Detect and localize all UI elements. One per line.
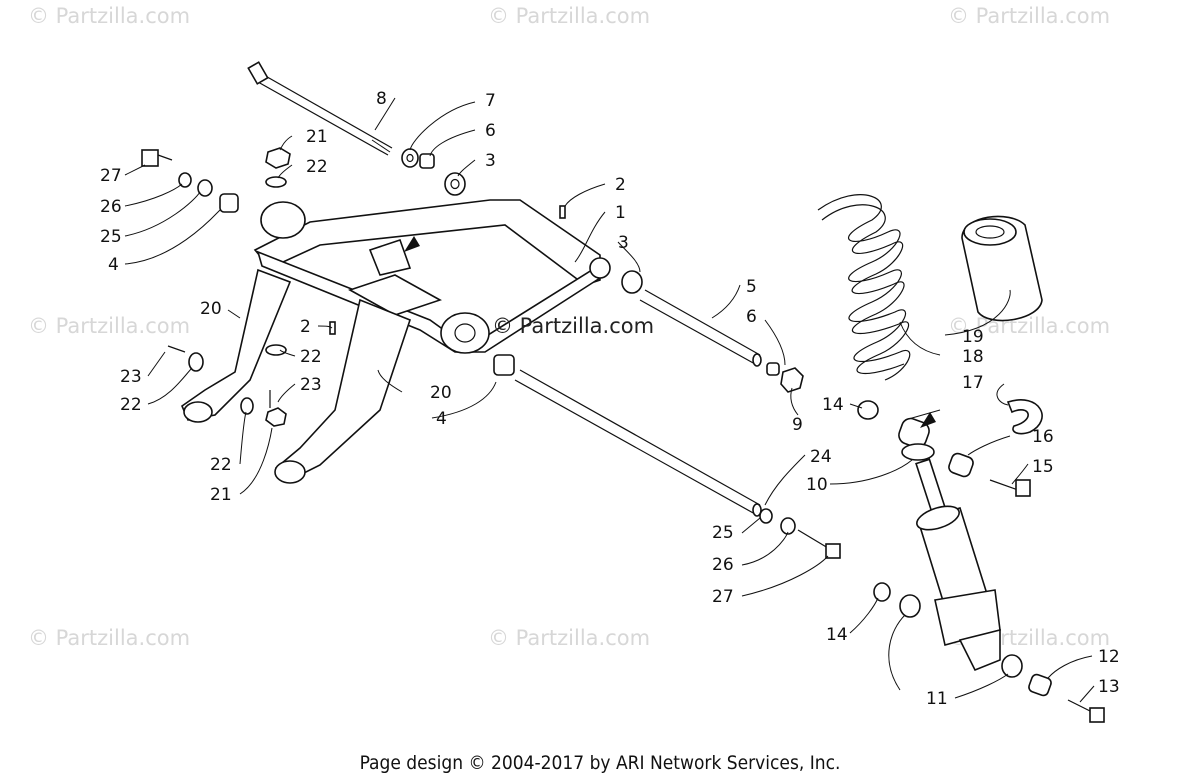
watermark-bottom-center: © Partzilla.com bbox=[488, 626, 651, 650]
callout-10: 10 bbox=[806, 475, 828, 495]
callout-27: 27 bbox=[100, 166, 122, 186]
callout-25: 25 bbox=[100, 227, 122, 247]
watermark-top-right: © Partzilla.com bbox=[948, 4, 1111, 28]
part-shaft-lower[interactable] bbox=[493, 354, 762, 517]
callout-21: 21 bbox=[306, 127, 328, 147]
callout-8: 8 bbox=[376, 89, 387, 109]
watermark-center: © Partzilla.com bbox=[492, 314, 655, 338]
part-shock-absorber[interactable] bbox=[857, 400, 1105, 723]
callout-2: 2 bbox=[615, 175, 626, 195]
callout-6: 6 bbox=[485, 121, 496, 141]
callout-20b: 20 bbox=[430, 383, 452, 403]
part-upper-hardware[interactable] bbox=[401, 148, 466, 196]
callout-7: 7 bbox=[485, 91, 496, 111]
part-swing-arm[interactable] bbox=[253, 199, 611, 354]
callout-12: 12 bbox=[1098, 647, 1120, 667]
part-left-arm-rear[interactable] bbox=[181, 268, 292, 423]
callout-22d: 22 bbox=[210, 455, 232, 475]
callout-20: 20 bbox=[200, 299, 222, 319]
callout-4b: 4 bbox=[436, 409, 447, 429]
callout-22b: 22 bbox=[300, 347, 322, 367]
callout-labels: 8 7 6 3 2 1 3 5 6 9 21 22 27 26 25 4 20 … bbox=[100, 89, 1120, 709]
callout-23: 23 bbox=[300, 375, 322, 395]
footer-copyright: Page design © 2004-2017 by ARI Network S… bbox=[359, 752, 841, 774]
callout-16: 16 bbox=[1032, 427, 1054, 447]
callout-27b: 27 bbox=[712, 587, 734, 607]
callout-15: 15 bbox=[1032, 457, 1054, 477]
callout-24: 24 bbox=[810, 447, 832, 467]
callout-19: 19 bbox=[962, 327, 984, 347]
callout-4: 4 bbox=[108, 255, 119, 275]
part-shaft-upper[interactable] bbox=[621, 270, 762, 367]
arrow-marker-right bbox=[920, 412, 936, 428]
callout-23b: 23 bbox=[120, 367, 142, 387]
leader-lines bbox=[124, 97, 1095, 703]
callout-18: 18 bbox=[962, 347, 984, 367]
part-left-small-bolts[interactable] bbox=[167, 205, 566, 427]
part-spring[interactable] bbox=[817, 194, 911, 381]
callout-3: 3 bbox=[485, 151, 496, 171]
callout-11: 11 bbox=[926, 689, 948, 709]
callout-17: 17 bbox=[962, 373, 984, 393]
callout-26b: 26 bbox=[712, 555, 734, 575]
watermark-bottom-left: © Partzilla.com bbox=[28, 626, 191, 650]
part-right-nut[interactable] bbox=[766, 362, 804, 393]
watermark-top-center: © Partzilla.com bbox=[488, 4, 651, 28]
watermark-mid-left: © Partzilla.com bbox=[28, 314, 191, 338]
callout-21b: 21 bbox=[210, 485, 232, 505]
callout-14: 14 bbox=[822, 395, 844, 415]
callout-22: 22 bbox=[306, 157, 328, 177]
callout-9: 9 bbox=[792, 415, 803, 435]
part-long-bolt[interactable] bbox=[247, 61, 393, 156]
callout-1: 1 bbox=[615, 203, 626, 223]
callout-6b: 6 bbox=[746, 307, 757, 327]
callout-2b: 2 bbox=[300, 317, 311, 337]
callout-3b: 3 bbox=[618, 233, 629, 253]
part-left-arm-front[interactable] bbox=[274, 298, 411, 484]
part-boot[interactable] bbox=[961, 215, 1043, 322]
callout-5: 5 bbox=[746, 277, 757, 297]
part-clip[interactable] bbox=[1006, 399, 1043, 435]
callout-13: 13 bbox=[1098, 677, 1120, 697]
watermark-top-left: © Partzilla.com bbox=[28, 4, 191, 28]
arrow-marker-left bbox=[404, 236, 420, 252]
watermark-mid-right: © Partzilla.com bbox=[948, 314, 1111, 338]
callout-25b: 25 bbox=[712, 523, 734, 543]
callout-14b: 14 bbox=[826, 625, 848, 645]
part-lower-bolt[interactable] bbox=[759, 508, 841, 559]
part-top-nut[interactable] bbox=[265, 147, 291, 188]
part-left-upper-bolt[interactable] bbox=[141, 149, 239, 213]
callout-26: 26 bbox=[100, 197, 122, 217]
callout-22c: 22 bbox=[120, 395, 142, 415]
